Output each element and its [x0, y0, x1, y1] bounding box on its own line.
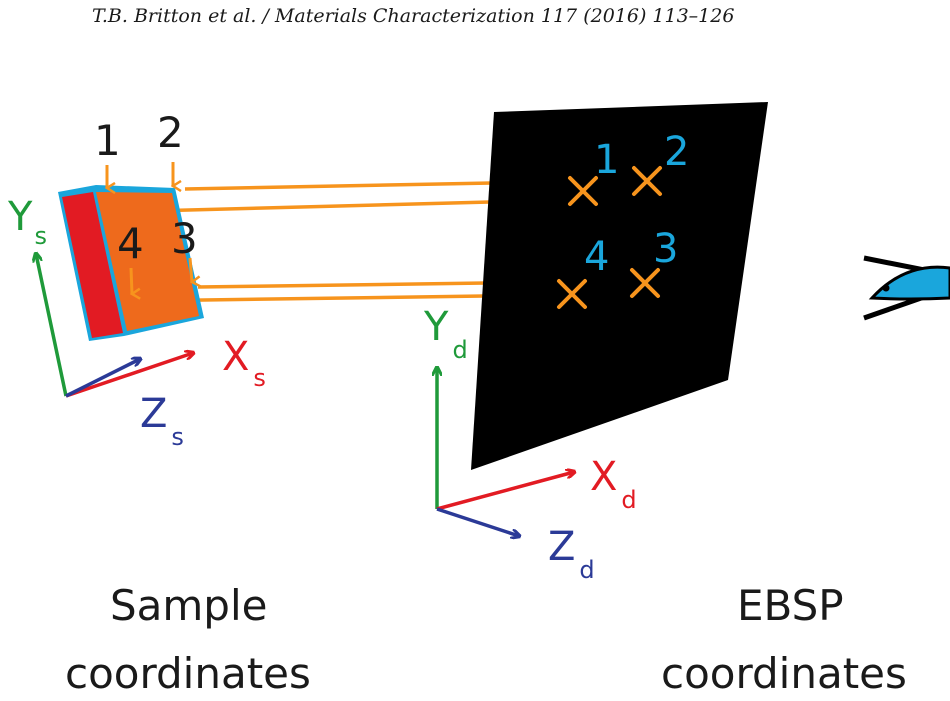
- sample-side-face: [62, 192, 123, 338]
- sample-label-1: 1: [94, 116, 121, 165]
- cross-1: [568, 176, 598, 206]
- detector-axes: [437, 368, 574, 536]
- pointer-3: [188, 257, 192, 282]
- sample-label-4: 4: [117, 219, 144, 268]
- sample-axes: [36, 254, 193, 398]
- sample-label-3: 3: [171, 214, 198, 263]
- cross-4: [557, 279, 587, 309]
- sample-y-label: Ys: [7, 194, 47, 250]
- sample-x-axis: [65, 353, 193, 398]
- beam-line-1: [184, 181, 493, 191]
- beam-line-3: [197, 281, 487, 289]
- screen-label-3: 3: [653, 226, 678, 272]
- sample-pointers: [107, 162, 192, 294]
- eye-icon: [863, 255, 950, 321]
- citation-header: T.B. Britton et al. / Materials Characte…: [92, 5, 735, 27]
- pointer-4: [129, 267, 132, 294]
- cross-3: [630, 268, 660, 298]
- beam-lines: [111, 181, 493, 303]
- ebsp-screen: [471, 102, 768, 470]
- screen-label-4: 4: [584, 234, 609, 280]
- screen-crosses: [557, 166, 662, 309]
- screen-label-2: 2: [664, 129, 689, 175]
- sample-caption-line2: coordinates: [65, 649, 311, 698]
- sample-block: [58, 185, 204, 341]
- cross-2: [632, 166, 662, 196]
- sample-y-axis: [36, 254, 68, 397]
- sample-label-2: 2: [157, 108, 184, 157]
- screen-label-1: 1: [594, 137, 619, 183]
- detector-x-axis: [436, 472, 574, 511]
- sample-z-axis: [65, 359, 140, 398]
- ebsp-caption-line2: coordinates: [661, 649, 907, 698]
- sample-caption-line1: Sample: [110, 581, 267, 630]
- detector-z-axis: [436, 507, 519, 536]
- ebsp-caption-line1: EBSP: [737, 581, 844, 630]
- sample-front-face: [96, 192, 199, 331]
